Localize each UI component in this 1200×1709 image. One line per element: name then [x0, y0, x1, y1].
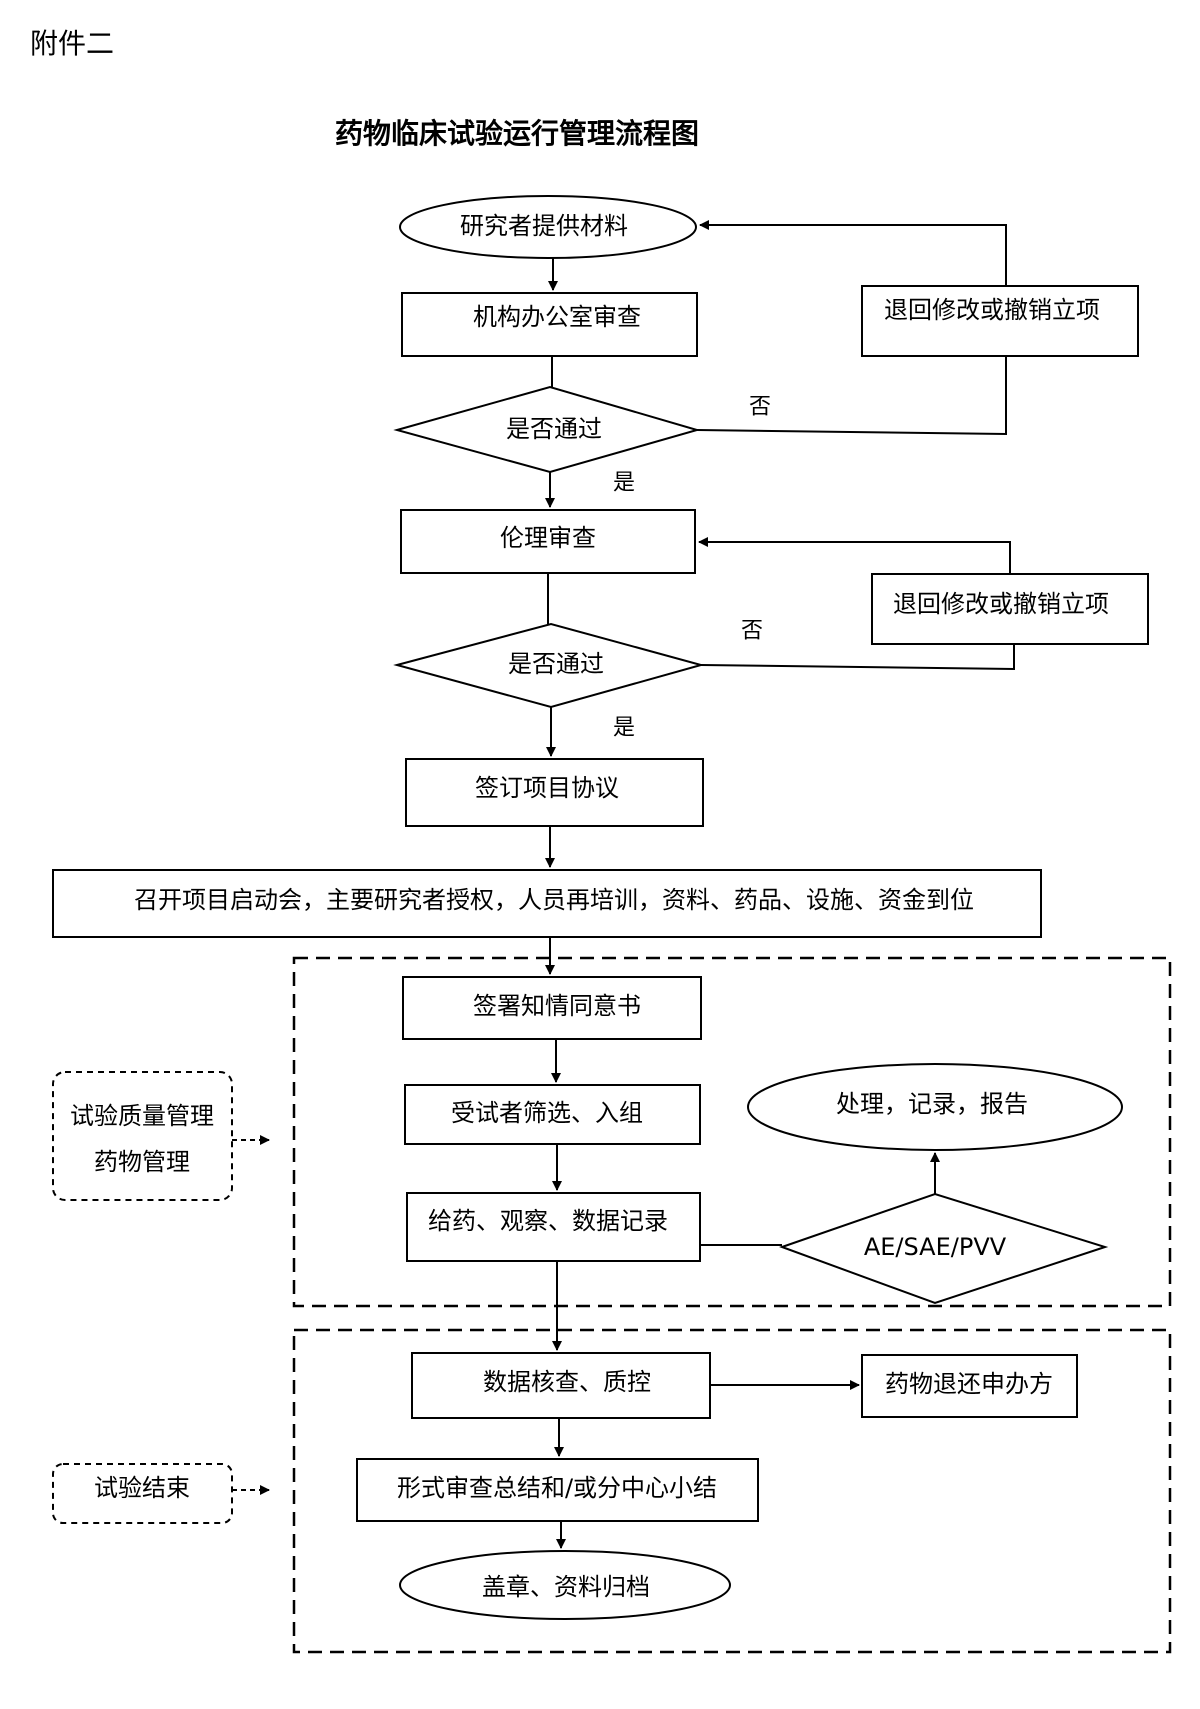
drug-return-label: 药物退还申办方	[885, 1370, 1053, 1398]
office-review-box	[401, 292, 698, 357]
return-1-label: 退回修改或撤销立项	[884, 296, 1100, 324]
summary-box	[356, 1458, 759, 1522]
ethics-review-box	[400, 509, 696, 574]
decision-1-label: 是否通过	[506, 415, 602, 443]
quality-label-line-2: 药物管理	[94, 1148, 190, 1176]
consent-box	[402, 976, 702, 1040]
office-review-label: 机构办公室审查	[473, 303, 641, 331]
trial-end-label: 试验结束	[94, 1474, 190, 1502]
quality-management-box	[52, 1071, 233, 1201]
screening-box	[404, 1084, 701, 1145]
edge-label-no-1: 否	[749, 395, 771, 420]
arrow-return-1-to-start	[699, 220, 1007, 286]
consent-label: 签署知情同意书	[473, 992, 641, 1020]
kickoff-box	[52, 869, 1042, 938]
sign-agreement-label: 签订项目协议	[475, 774, 619, 802]
dosing-box	[406, 1192, 701, 1262]
data-check-box	[411, 1352, 711, 1419]
trial-closeout-group	[292, 1328, 1172, 1654]
sign-agreement-box	[405, 758, 704, 827]
archive-node	[399, 1550, 731, 1620]
handle-node	[747, 1063, 1123, 1151]
archive-label: 盖章、资料归档	[482, 1573, 650, 1601]
path-decision-1-no	[696, 356, 1007, 436]
ethics-review-label: 伦理审查	[500, 524, 596, 552]
return-box-1	[861, 285, 1139, 357]
return-2-label: 退回修改或撤销立项	[893, 590, 1109, 618]
trial-end-box	[52, 1463, 233, 1524]
trial-execution-group	[292, 956, 1172, 1308]
edge-label-no-2: 否	[741, 619, 763, 644]
arrow-return-2-to-ethics	[698, 537, 1011, 574]
decision-2-label: 是否通过	[508, 650, 604, 678]
start-node	[399, 195, 697, 259]
handle-label: 处理，记录，报告	[836, 1090, 1028, 1118]
ae-diamond	[779, 1192, 1109, 1305]
quality-label-line-1: 试验质量管理	[70, 1102, 214, 1130]
edge-label-yes-1: 是	[613, 471, 635, 496]
diagram-title: 药物临床试验运行管理流程图	[335, 117, 700, 150]
summary-label: 形式审查总结和/或分中心小结	[397, 1474, 717, 1502]
screening-label: 受试者筛选、入组	[451, 1099, 643, 1127]
attachment-label: 附件二	[30, 27, 115, 60]
drug-return-box	[861, 1354, 1078, 1418]
dosing-label: 给药、观察、数据记录	[428, 1207, 668, 1235]
path-decision-2-no	[700, 644, 1015, 671]
ae-label: AE/SAE/PVV	[864, 1233, 1007, 1261]
data-check-label: 数据核查、质控	[483, 1368, 651, 1396]
start-label: 研究者提供材料	[460, 212, 628, 240]
kickoff-label: 召开项目启动会，主要研究者授权，人员再培训，资料、药品、设施、资金到位	[134, 886, 974, 914]
edge-label-yes-2: 是	[613, 716, 635, 741]
return-box-2	[871, 573, 1149, 645]
